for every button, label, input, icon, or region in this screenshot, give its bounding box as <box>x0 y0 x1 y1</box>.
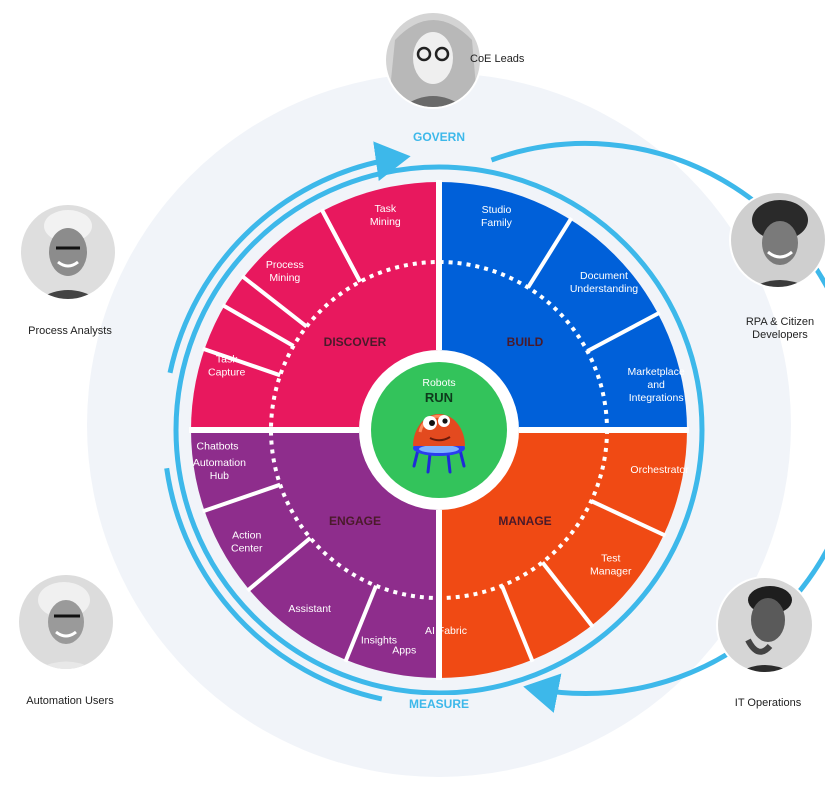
center-label-robots: Robots <box>422 377 455 389</box>
measure-arrow-left <box>164 467 383 702</box>
segment-divider <box>201 482 281 514</box>
center-label-run: RUN <box>425 390 453 405</box>
avatar-process-analysts <box>19 203 117 301</box>
segment-divider <box>246 536 312 593</box>
avatar-coe-leads <box>384 11 482 109</box>
segment-label-manage: AI Fabric <box>425 625 467 637</box>
measure-arrow-right <box>490 140 825 713</box>
measure-label: MEASURE <box>409 697 469 711</box>
govern-label: GOVERN <box>413 130 465 144</box>
segment-divider <box>221 303 295 348</box>
measure-label-knockout <box>399 695 479 713</box>
segment-label-engage: Chatbots <box>197 440 239 452</box>
segment-divider <box>319 208 362 283</box>
persona-label-rpa-developers: RPA & Citizen Developers <box>735 316 825 342</box>
persona-label-coe-leads: CoE Leads <box>470 53 525 65</box>
labels: GOVERN MEASURE DISCOVER BUILD MANAGE ENGAGE Ta… <box>193 128 689 713</box>
segment-divider <box>343 585 378 663</box>
segment-label-manage: Orchestrator <box>630 464 689 476</box>
segment-divider <box>590 499 667 538</box>
persona-label-rpa-line-2: Developers <box>752 329 808 341</box>
quadrant-manage <box>439 430 687 678</box>
segment-label-engage: Assistant <box>288 603 331 615</box>
quadrant-title-engage: ENGAGE <box>329 514 381 528</box>
segment-divider <box>201 346 281 378</box>
avatar-it-operations <box>716 576 814 674</box>
separators <box>189 180 689 680</box>
avatar-rpa-developers <box>729 191 825 289</box>
segment-label-manage: Insights <box>361 635 397 647</box>
inner-dotted-ring <box>269 260 609 600</box>
quadrant-title-build: BUILD <box>507 335 544 349</box>
robot-icon <box>412 414 466 474</box>
inner-cycle-ring <box>173 164 705 696</box>
quadrant-build <box>439 182 687 430</box>
segment-divider <box>240 274 308 329</box>
persona-label-automation-users: Automation Users <box>26 695 114 707</box>
segment-divider <box>526 216 574 289</box>
segment-divider <box>540 561 595 629</box>
segment-divider <box>586 310 661 353</box>
quadrant-title-discover: DISCOVER <box>324 335 387 349</box>
cycle-arrows <box>164 140 825 713</box>
persona-label-it-operations: IT Operations <box>734 697 802 709</box>
persona-label-rpa-line-1: RPA & Citizen <box>745 316 815 328</box>
segment-label-engage: Apps <box>392 644 416 656</box>
quadrant-title-manage: MANAGE <box>498 514 551 528</box>
govern-label-knockout <box>399 128 479 146</box>
govern-arrow-left <box>167 141 411 374</box>
segment-divider <box>500 585 535 663</box>
persona-label-process-analysts: Process Analysts <box>28 325 112 337</box>
avatar-automation-users <box>17 573 115 671</box>
